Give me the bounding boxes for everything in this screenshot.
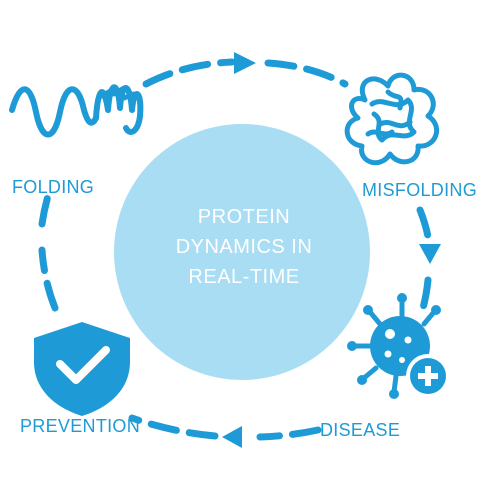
stage-label-folding: FOLDING: [12, 177, 94, 197]
stage-label-prevention: PREVENTION: [20, 416, 140, 436]
center-title-line-3: REAL-TIME: [188, 266, 299, 288]
tangled-protein-icon: [344, 72, 440, 166]
arrow-right-down-icon: [419, 244, 441, 264]
unfolded-protein-chain-icon: [9, 84, 144, 138]
virus-plus-icon: [347, 293, 450, 399]
ring-segment-right-lower: [416, 276, 432, 322]
ring-segment-top-left: [142, 58, 236, 88]
shield-check-icon: [34, 322, 130, 416]
center-title-line-1: PROTEIN: [198, 206, 290, 228]
ring-segment-left-upper: [38, 192, 52, 228]
center-circle: [114, 124, 370, 380]
arrow-bottom-left-icon: [222, 426, 242, 448]
ring-segment-bottom-right: [256, 426, 322, 441]
ring-segment-top-right: [264, 59, 349, 88]
arrow-top-right-icon: [234, 52, 256, 74]
cycle-ring: [38, 58, 434, 441]
ring-segment-bottom-left: [128, 414, 219, 440]
stage-label-disease: DISEASE: [320, 420, 400, 440]
stage-label-misfolding: MISFOLDING: [362, 180, 477, 200]
center-title-line-2: DYNAMICS IN: [176, 236, 313, 258]
ring-segment-left-lower: [38, 246, 59, 312]
cycle-arrows: [222, 52, 441, 448]
